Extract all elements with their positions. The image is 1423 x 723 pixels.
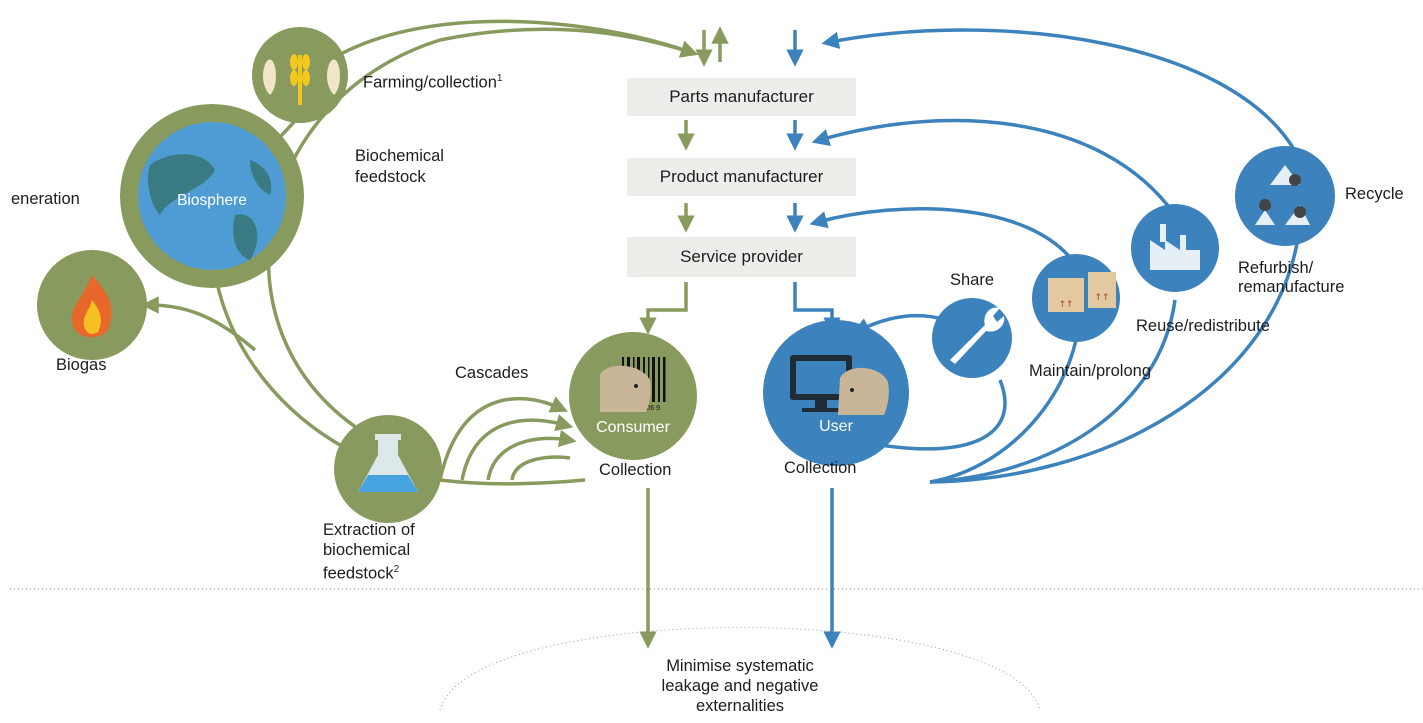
collection-left-label: Collection [599, 461, 672, 479]
maintain-label: Maintain/prolong [1029, 362, 1151, 380]
share-label: Share [950, 271, 995, 289]
biosphere-label: Biosphere [177, 192, 247, 209]
refurbish-label: Refurbish/ remanufacture [1238, 259, 1345, 296]
globe-icon [120, 104, 304, 288]
parts-manufacturer-box: Parts manufacturer [627, 78, 856, 116]
recycle-icon [1235, 146, 1335, 246]
wrench-icon [932, 298, 1012, 378]
svg-text:↑↑: ↑↑ [1058, 300, 1073, 310]
parts-manufacturer-label: Parts manufacturer [669, 87, 814, 106]
svg-text:↑↑: ↑↑ [1094, 293, 1109, 303]
extraction-label: Extraction of biochemical feedstock2 [323, 521, 415, 583]
boxes-icon: ↑↑ ↑↑ [1032, 254, 1120, 342]
factory-icon [1131, 204, 1219, 292]
product-manufacturer-label: Product manufacturer [659, 167, 824, 186]
biological-cycle-flows [141, 19, 729, 649]
collection-right-label: Collection [784, 459, 857, 477]
wheat-fish-icon [252, 27, 348, 123]
reuse-label: Reuse/redistribute [1136, 317, 1270, 335]
flame-icon [37, 250, 147, 360]
regeneration-label: eneration [11, 190, 80, 208]
leakage-label: Minimise systematic leakage and negative… [661, 657, 819, 715]
biogas-label: Biogas [56, 356, 107, 374]
flask-icon [334, 415, 442, 523]
consumer-barcode-icon: 3° 0006 9 [569, 332, 697, 460]
technical-cycle-flows [786, 28, 1302, 649]
user-label: User [819, 418, 853, 435]
cascades-label: Cascades [455, 364, 529, 382]
consumer-label: Consumer [596, 419, 670, 436]
recycle-label: Recycle [1345, 185, 1404, 203]
user-computer-icon [763, 320, 909, 466]
farming-label: Farming/collection1 [363, 73, 503, 92]
service-provider-label: Service provider [680, 247, 803, 266]
biochemical-feedstock-label: Biochemical feedstock [355, 147, 444, 186]
product-manufacturer-box: Product manufacturer [627, 158, 856, 196]
service-provider-box: Service provider [627, 237, 856, 277]
